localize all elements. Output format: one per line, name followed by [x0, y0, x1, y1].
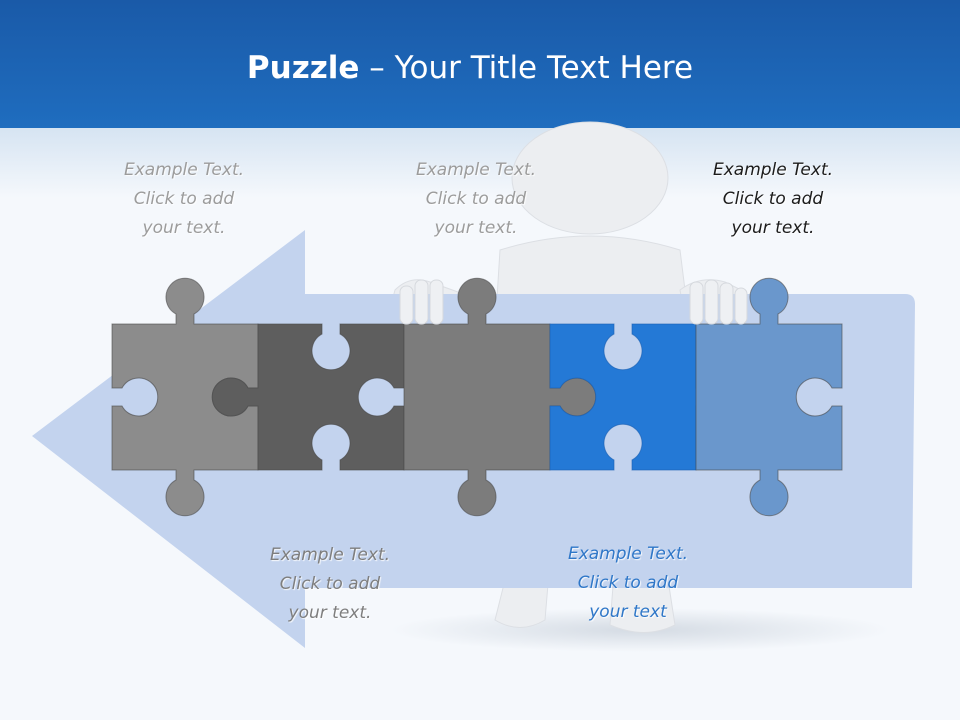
text-box-4-line-2: Click to add — [279, 574, 381, 594]
text-box-5[interactable]: Example Text. Click to add your text — [528, 540, 728, 627]
text-box-5-line-1: Example Text. — [567, 544, 689, 564]
text-box-1-line-2: Click to add — [133, 189, 235, 209]
text-box-3-line-2: Click to add — [722, 189, 824, 209]
title-bar — [0, 0, 960, 128]
text-box-5-line-2: Click to add — [577, 573, 679, 593]
text-box-4-line-1: Example Text. — [269, 545, 391, 565]
text-box-2-line-2: Click to add — [425, 189, 527, 209]
text-box-4[interactable]: Example Text. Click to add your text. — [230, 541, 430, 628]
figure-fingers — [399, 279, 748, 325]
title-rest: – Your Title Text Here — [359, 50, 694, 86]
text-box-4-line-3: your text. — [288, 603, 372, 623]
title-bold: Puzzle — [246, 50, 360, 86]
text-box-3-line-3: your text. — [731, 218, 815, 238]
puzzle-pieces — [111, 277, 843, 517]
puzzle-piece-5 — [695, 277, 843, 517]
title-bar-fade — [0, 128, 960, 198]
text-box-1-line-3: your text. — [142, 218, 226, 238]
text-box-3[interactable]: Example Text. Click to add your text. — [673, 156, 873, 243]
figure-head — [511, 121, 669, 235]
text-box-2-line-1: Example Text. — [415, 160, 537, 180]
text-box-1-line-1: Example Text. — [123, 160, 245, 180]
text-box-3-line-1: Example Text. — [712, 160, 834, 180]
page-title[interactable]: Puzzle – Your Title Text Here — [0, 50, 940, 86]
text-box-2-line-3: your text. — [434, 218, 518, 238]
text-box-2[interactable]: Example Text. Click to add your text. — [376, 156, 576, 243]
text-box-1[interactable]: Example Text. Click to add your text. — [84, 156, 284, 243]
text-box-5-line-3: your text — [589, 602, 667, 622]
